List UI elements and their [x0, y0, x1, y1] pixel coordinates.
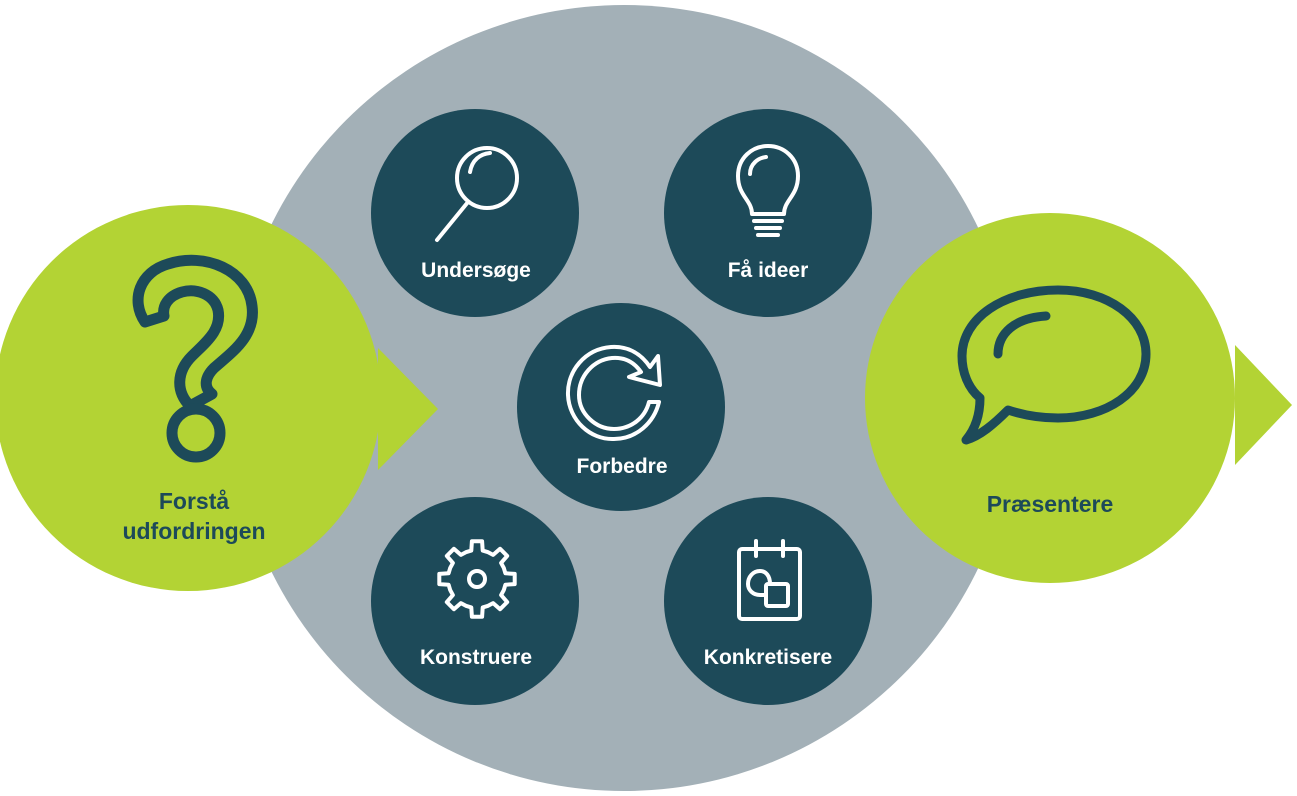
- lightbulb-icon: [736, 144, 800, 237]
- present-arrow: [1235, 345, 1292, 465]
- present-circle: [865, 213, 1235, 583]
- improve-circle: [517, 303, 725, 511]
- refresh-icon: [565, 344, 662, 442]
- question-mark-icon: [132, 254, 258, 463]
- improve-label: Forbedre: [576, 455, 668, 478]
- magnifier-icon: [435, 146, 519, 242]
- investigate-label: Undersøge: [421, 259, 531, 282]
- investigate-circle: [371, 109, 579, 317]
- notepad-icon: [737, 539, 802, 621]
- present-label: Præsentere: [986, 491, 1114, 517]
- construct-label: Konstruere: [419, 646, 533, 669]
- ideas-label: Få ideer: [727, 259, 809, 282]
- understand-arrow: [378, 348, 438, 470]
- speech-bubble-icon: [957, 285, 1151, 445]
- understand-label-line2: udfordringen: [122, 518, 266, 544]
- understand-circle: [0, 205, 381, 591]
- understand-label-line1: Forstå: [158, 488, 230, 514]
- construct-circle: [371, 497, 579, 705]
- concretize-label: Konkretisere: [703, 646, 833, 669]
- gear-icon: [437, 539, 517, 619]
